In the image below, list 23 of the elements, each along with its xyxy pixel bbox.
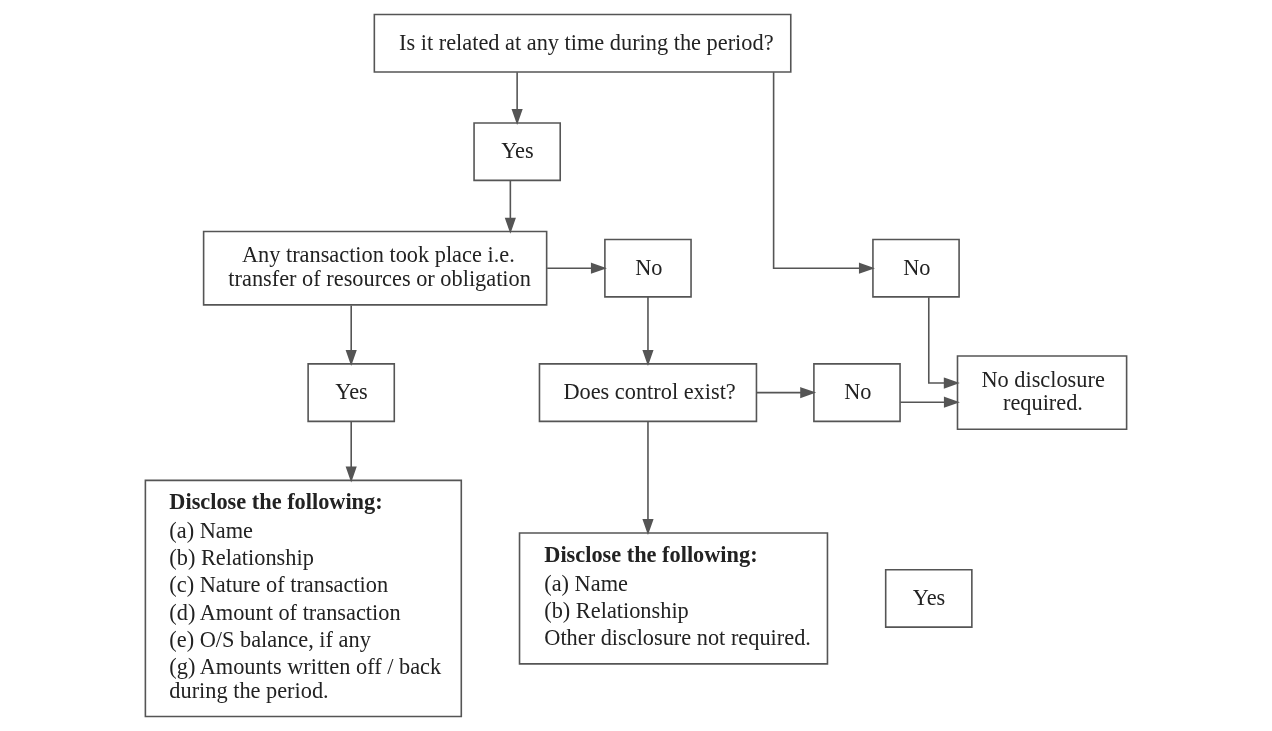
arrow	[642, 296, 654, 366]
node-box: Yes	[307, 363, 396, 423]
node-box: Any transaction took place i.e. transfer of resources or obligation	[202, 230, 548, 306]
node-box: Yes	[884, 568, 973, 628]
node-box: Is it related at any time during the period?	[373, 13, 792, 73]
arrow	[511, 71, 523, 125]
node-box: No	[872, 238, 960, 298]
arrow	[899, 396, 960, 408]
arrow	[345, 420, 357, 483]
arrow	[345, 304, 357, 367]
node-box: Yes	[473, 122, 561, 182]
arrow	[772, 71, 875, 274]
node-box: Disclose the following: (a) Name (b) Relationship Other disclosure not required.	[518, 532, 829, 665]
node-box: No	[604, 238, 692, 298]
node-box: No disclosure required.	[956, 355, 1128, 431]
arrow	[546, 262, 607, 274]
arrow	[755, 387, 817, 399]
node-box: No	[813, 363, 901, 423]
arrow	[504, 179, 516, 234]
node-box: Does control exist?	[538, 363, 758, 423]
node-box: Disclose the following: (a) Name (b) Relationship (c) Nature of transaction (d) Amount of transaction (e) O/S balance, if any (g) Amounts written off / back during the period.	[144, 479, 463, 718]
arrow	[928, 296, 960, 389]
arrow	[642, 420, 654, 536]
